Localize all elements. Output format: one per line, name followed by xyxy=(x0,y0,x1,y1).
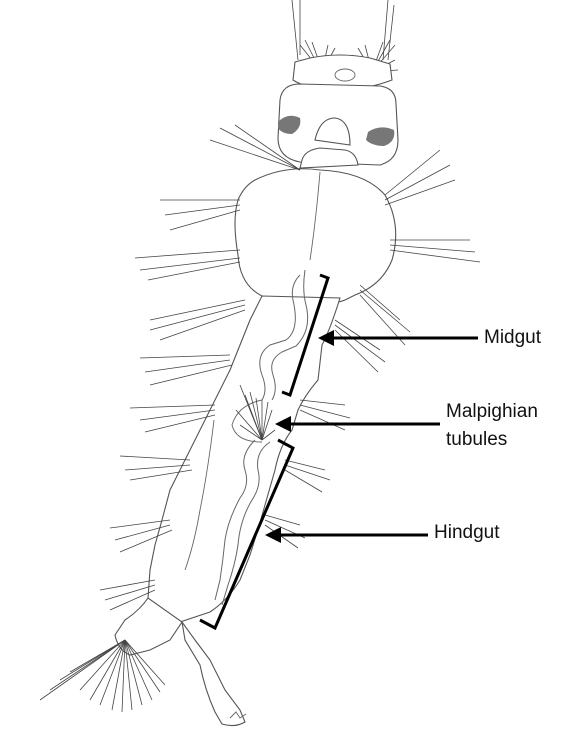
eye-spot-left xyxy=(278,115,301,134)
label-midgut: Midgut xyxy=(484,327,542,348)
thorax xyxy=(234,168,397,305)
midgut-bracket xyxy=(281,273,330,397)
label-malpighian-line2: tubules xyxy=(446,429,508,450)
label-malpighian-line1: Malpighian xyxy=(446,401,538,422)
lateral-bristles xyxy=(39,124,481,713)
label-hindgut: Hindgut xyxy=(434,522,500,543)
midgut-arrowhead xyxy=(318,330,334,346)
terminal-segments xyxy=(114,597,247,727)
hindgut-bracket xyxy=(199,438,295,631)
malpighian-arrowhead xyxy=(275,416,291,432)
malpighian-tuft xyxy=(235,384,276,441)
head xyxy=(277,54,399,169)
hindgut-arrowhead xyxy=(265,527,281,543)
eye-spot-right xyxy=(366,127,395,146)
abdomen xyxy=(147,269,341,623)
